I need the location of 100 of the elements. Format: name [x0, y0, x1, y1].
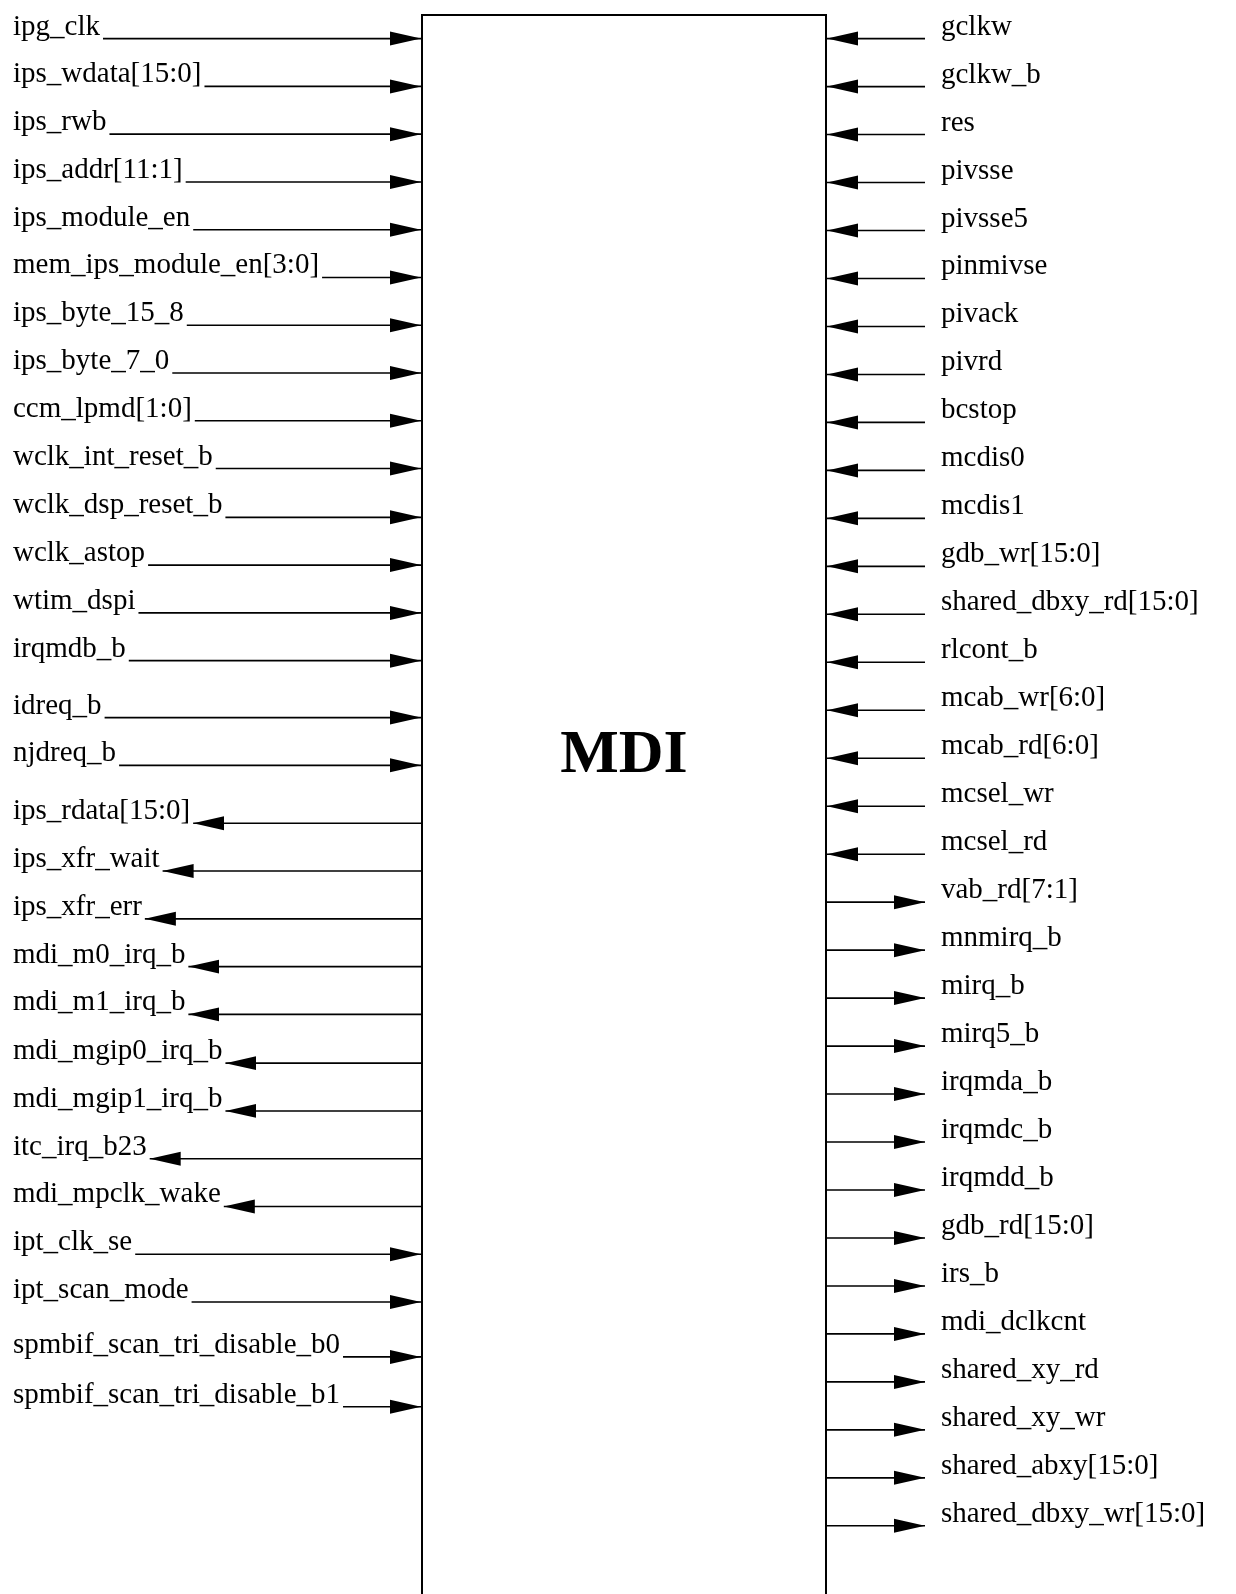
arrow: [826, 1135, 926, 1150]
arrow: [826, 655, 926, 670]
signal-name: ipg_clk: [13, 8, 100, 41]
arrow: [826, 1374, 926, 1389]
signal-name: ipt_clk_se: [13, 1224, 133, 1257]
arrow: [171, 366, 422, 380]
signal-name: mcdis0: [941, 440, 1025, 473]
arrow: [826, 1039, 926, 1054]
arrow: [224, 1056, 422, 1071]
signal-name: irqmda_b: [941, 1064, 1053, 1097]
signal-name: idreq_b: [13, 687, 102, 720]
arrow: [826, 1326, 926, 1341]
signal-name: itc_irq_b23: [13, 1128, 147, 1161]
signal-name: gclkw: [941, 8, 1012, 41]
signal-name: mdi_mgip0_irq_b: [13, 1033, 223, 1066]
signal-name: pinmivse: [941, 248, 1048, 281]
signal-name: ips_xfr_err: [13, 888, 142, 921]
signal-name: wclk_dsp_reset_b: [13, 487, 223, 520]
module-name: MDI: [559, 716, 689, 786]
arrow: [826, 175, 926, 190]
signal-name: njdreq_b: [13, 735, 117, 768]
signal-name: ips_xfr_wait: [13, 841, 160, 874]
arrow: [184, 174, 422, 189]
signal-name: ips_rwb: [13, 104, 107, 137]
signal-name: mcab_wr[6:0]: [941, 680, 1106, 713]
arrow: [214, 461, 422, 476]
signal-name: mcsel_rd: [941, 824, 1048, 857]
arrow: [826, 223, 926, 238]
signal-name: ips_addr[11:1]: [13, 151, 183, 184]
arrow: [161, 864, 422, 879]
arrow: [826, 607, 926, 622]
arrow: [826, 271, 926, 286]
signal-name: mcdis1: [941, 488, 1025, 521]
arrow: [203, 79, 422, 94]
signal-name: wclk_astop: [13, 535, 146, 568]
arrow: [118, 758, 422, 773]
arrow: [826, 31, 926, 46]
arrow: [342, 1349, 422, 1364]
arrow: [102, 31, 422, 46]
arrow: [187, 959, 422, 974]
signal-name: pivsse5: [941, 200, 1028, 233]
arrow: [224, 510, 422, 525]
arrow: [826, 79, 926, 94]
signal-name: pivack: [941, 296, 1019, 329]
signal-name: mnmirq_b: [941, 920, 1062, 953]
arrow: [148, 1151, 422, 1166]
signal-name: mcab_rd[6:0]: [941, 728, 1099, 761]
arrow: [342, 1399, 422, 1414]
arrow: [137, 605, 422, 620]
signal-name: mem_ips_module_en[3:0]: [13, 247, 320, 280]
arrow: [826, 1087, 926, 1102]
arrow: [826, 799, 926, 814]
signal-name: pivrd: [941, 344, 1003, 377]
arrow: [826, 703, 926, 718]
arrow: [826, 1231, 926, 1245]
signal-name: ipt_scan_mode: [13, 1272, 189, 1304]
signal-name: rlcont_b: [941, 632, 1038, 665]
signal-name: gclkw_b: [941, 56, 1041, 89]
arrow: [134, 1247, 422, 1262]
arrow: [186, 318, 422, 333]
signal-name: wclk_int_reset_b: [13, 438, 213, 471]
arrow: [826, 847, 926, 862]
signal-name: mdi_mgip1_irq_b: [13, 1080, 223, 1113]
signal-name: shared_abxy[15:0]: [941, 1447, 1159, 1480]
signal-name: spmbif_scan_tri_disable_b0: [13, 1326, 340, 1359]
arrow: [103, 710, 422, 725]
signal-name: res: [941, 104, 975, 137]
arrow: [128, 653, 422, 668]
module-block: [421, 14, 827, 1594]
arrow: [826, 511, 926, 526]
signal-name: vab_rd[7:1]: [941, 872, 1078, 905]
signal-name: shared_dbxy_wr[15:0]: [941, 1495, 1206, 1528]
arrow: [826, 751, 926, 766]
arrow: [826, 1518, 926, 1533]
arrow: [223, 1199, 422, 1214]
signal-name: spmbif_scan_tri_disable_b1: [13, 1376, 340, 1409]
arrow: [826, 367, 926, 382]
arrow: [194, 413, 422, 428]
arrow: [826, 319, 926, 334]
signal-name: gdb_rd[15:0]: [941, 1207, 1095, 1240]
arrow: [826, 463, 926, 478]
signal-name: shared_xy_rd: [941, 1351, 1099, 1384]
signal-name: shared_xy_wr: [941, 1399, 1106, 1432]
signal-name: ips_module_en: [13, 199, 191, 232]
signal-name: mdi_m0_irq_b: [13, 936, 186, 969]
signal-name: ccm_lpmd[1:0]: [13, 390, 192, 423]
signal-name: mirq5_b: [941, 1016, 1040, 1049]
arrow: [826, 127, 926, 142]
arrow: [192, 816, 422, 831]
arrow: [826, 1422, 926, 1437]
signal-name: mdi_dclkcnt: [941, 1303, 1086, 1336]
signal-name: mdi_mpclk_wake: [13, 1176, 221, 1209]
arrow: [147, 558, 422, 573]
signal-name: gdb_wr[15:0]: [941, 536, 1101, 569]
arrow: [321, 270, 422, 285]
arrow: [190, 1295, 422, 1309]
signal-name: irqmdd_b: [941, 1160, 1054, 1192]
signal-name: ips_wdata[15:0]: [13, 56, 202, 89]
arrow: [144, 911, 422, 926]
arrow: [826, 895, 926, 910]
